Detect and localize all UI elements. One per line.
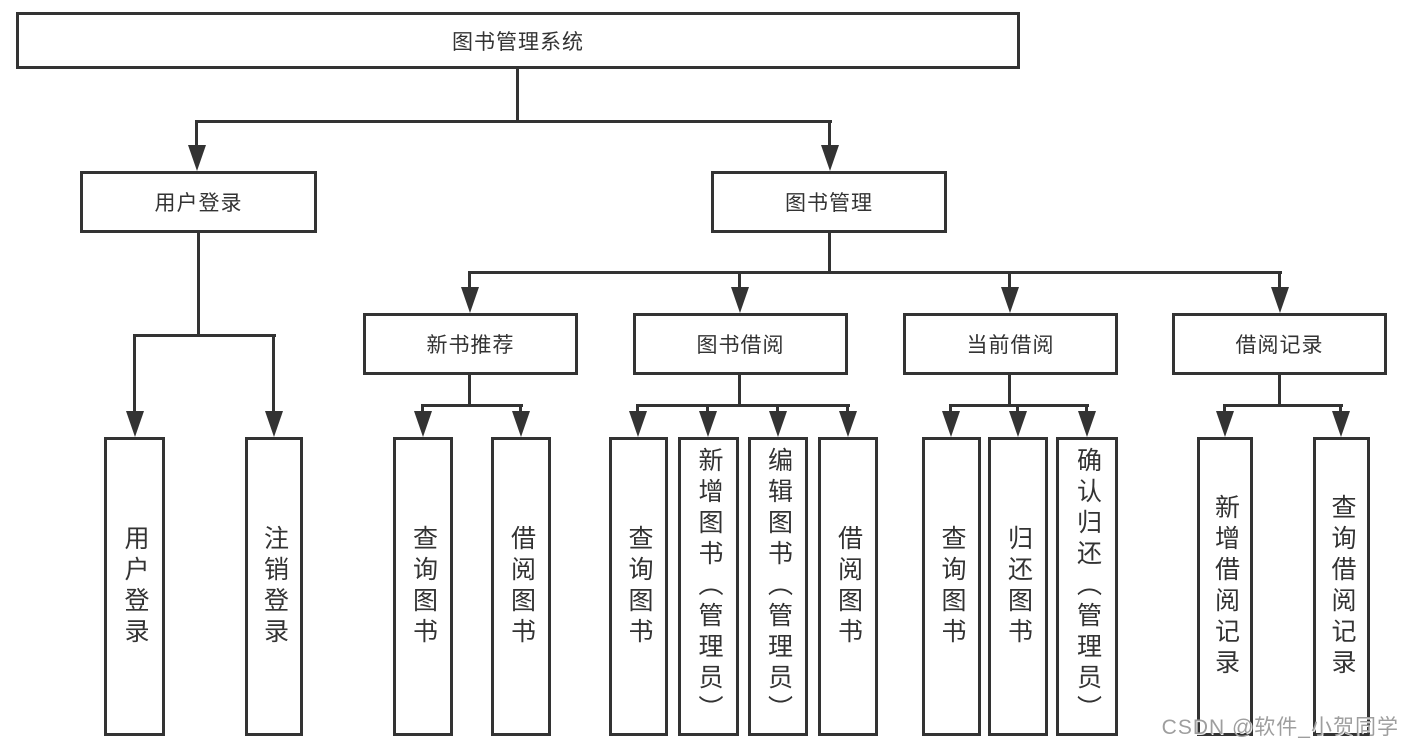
leaf-logout: 注销登录	[245, 437, 303, 736]
connector-line	[272, 334, 275, 413]
connector-line	[133, 334, 276, 337]
node-label: 新书推荐	[426, 334, 515, 357]
node-label: 归还图书	[1004, 524, 1033, 649]
connector-line	[468, 375, 471, 406]
connector-line	[1339, 404, 1342, 414]
connector-line	[1278, 375, 1281, 406]
arrow-down-icon	[629, 411, 647, 437]
node-label: 借阅图书	[507, 524, 536, 649]
node-label: 查询图书	[625, 524, 653, 649]
connector-line	[1008, 375, 1011, 406]
node-current-borrow: 当前借阅	[903, 313, 1118, 375]
connector-line	[828, 120, 831, 148]
leaf-borrow-books: 借阅图书	[818, 437, 878, 736]
connector-line	[1008, 271, 1011, 289]
node-label: 查询图书	[938, 524, 966, 649]
node-label: 确认归还（管理员）	[1073, 447, 1102, 726]
node-label: 用户登录	[154, 192, 243, 215]
connector-line	[1223, 404, 1226, 414]
connector-line	[846, 404, 849, 414]
node-label: 新增借阅记录	[1211, 493, 1240, 680]
node-label: 图书借阅	[696, 334, 785, 357]
arrow-down-icon	[188, 145, 206, 171]
connector-line	[738, 375, 741, 406]
connector-line	[636, 404, 639, 414]
leaf-add-books-admin: 新增图书（管理员）	[678, 437, 739, 736]
connector-line	[195, 120, 198, 148]
arrow-down-icon	[731, 287, 749, 313]
leaf-query-books-current: 查询图书	[922, 437, 981, 736]
node-label: 当前借阅	[966, 334, 1055, 357]
node-label: 新增图书（管理员）	[695, 447, 723, 726]
connector-line	[738, 271, 741, 289]
arrow-down-icon	[1001, 287, 1019, 313]
arrow-down-icon	[769, 411, 787, 437]
arrow-down-icon	[699, 411, 717, 437]
leaf-return-books: 归还图书	[988, 437, 1048, 736]
node-label: 图书管理系统	[452, 30, 584, 54]
node-label: 查询图书	[409, 524, 438, 649]
node-book-borrow: 图书借阅	[633, 313, 848, 375]
csdn-watermark: CSDN @软件_小贺同学	[1161, 716, 1399, 739]
node-label: 编辑图书（管理员）	[764, 447, 793, 726]
leaf-user-login: 用户登录	[104, 437, 165, 736]
connector-line	[197, 233, 200, 337]
arrow-down-icon	[126, 411, 144, 437]
arrow-down-icon	[265, 411, 283, 437]
arrow-down-icon	[1271, 287, 1289, 313]
node-library-system: 图书管理系统	[16, 12, 1020, 69]
node-label: 图书管理	[785, 192, 873, 215]
connector-line	[421, 404, 523, 407]
connector-line	[195, 120, 832, 123]
connector-line	[519, 404, 522, 414]
connector-line	[949, 404, 952, 414]
connector-line	[1085, 404, 1088, 414]
connector-line	[949, 404, 1089, 407]
arrow-down-icon	[461, 287, 479, 313]
leaf-query-books-recommend: 查询图书	[393, 437, 453, 736]
node-borrow-records: 借阅记录	[1172, 313, 1387, 375]
leaf-query-borrow-record: 查询借阅记录	[1313, 437, 1370, 736]
node-user-login: 用户登录	[80, 171, 317, 233]
connector-line	[516, 69, 519, 123]
leaf-add-borrow-record: 新增借阅记录	[1197, 437, 1253, 736]
arrow-down-icon	[414, 411, 432, 437]
node-book-management: 图书管理	[711, 171, 947, 233]
connector-line	[1278, 271, 1281, 289]
connector-line	[468, 271, 1282, 274]
node-label: 注销登录	[260, 524, 289, 649]
connector-line	[776, 404, 779, 414]
arrow-down-icon	[942, 411, 960, 437]
node-new-book-recommend: 新书推荐	[363, 313, 578, 375]
arrow-down-icon	[839, 411, 857, 437]
connector-line	[828, 233, 831, 274]
connector-line	[468, 271, 471, 289]
arrow-down-icon	[512, 411, 530, 437]
connector-line	[1223, 404, 1343, 407]
arrow-down-icon	[1332, 411, 1350, 437]
arrow-down-icon	[1216, 411, 1234, 437]
node-label: 借阅记录	[1235, 334, 1324, 357]
connector-line	[133, 334, 136, 413]
arrow-down-icon	[1009, 411, 1027, 437]
node-label: 借阅图书	[834, 524, 863, 649]
leaf-edit-books-admin: 编辑图书（管理员）	[748, 437, 808, 736]
leaf-query-books-borrow: 查询图书	[609, 437, 668, 736]
node-label: 用户登录	[121, 524, 149, 649]
leaf-confirm-return-admin: 确认归还（管理员）	[1056, 437, 1118, 736]
node-label: 查询借阅记录	[1328, 493, 1356, 680]
leaf-borrow-books-recommend: 借阅图书	[491, 437, 551, 736]
connector-line	[706, 404, 709, 414]
connector-line	[421, 404, 424, 414]
connector-line	[1016, 404, 1019, 414]
arrow-down-icon	[1078, 411, 1096, 437]
connector-line	[636, 404, 850, 407]
arrow-down-icon	[821, 145, 839, 171]
